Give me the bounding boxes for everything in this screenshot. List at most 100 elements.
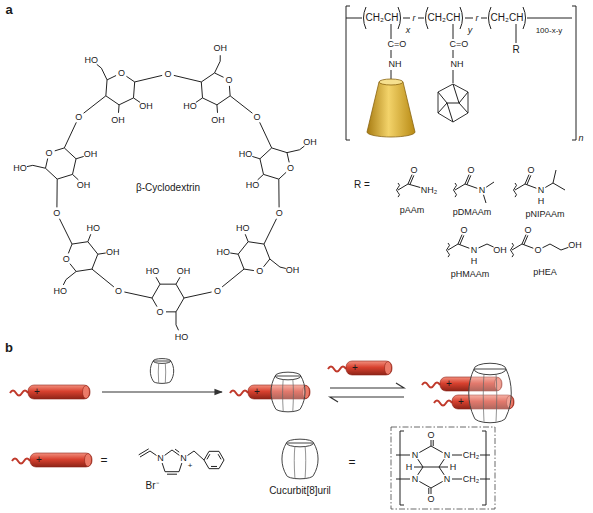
adamantane-cage xyxy=(459,103,468,113)
ring-oxygen: O xyxy=(46,148,53,157)
bond xyxy=(525,175,529,184)
ring-bond xyxy=(244,269,254,270)
ring-bond xyxy=(45,158,47,168)
bond xyxy=(204,460,209,469)
ring-bond xyxy=(92,254,98,269)
atom-label: O xyxy=(524,226,531,235)
bond xyxy=(172,450,179,455)
bond xyxy=(209,468,219,469)
bond xyxy=(140,451,150,457)
ring-bond xyxy=(70,264,76,272)
formula-label: CH₂CH xyxy=(428,13,461,23)
glycosidic-oxygen: O xyxy=(53,209,60,218)
hydroxyl-label: OH xyxy=(214,44,228,53)
substituent-label: R xyxy=(512,45,519,55)
hydroxyl-label: OH xyxy=(286,266,300,275)
ring-bond xyxy=(45,168,57,179)
atom-label: O xyxy=(427,495,434,504)
bond xyxy=(222,269,244,287)
copolymer-label: r xyxy=(476,14,479,23)
atom-label: N xyxy=(444,451,451,460)
ring-bond xyxy=(248,242,264,244)
hydroxyl-label: HO xyxy=(236,223,250,232)
bond xyxy=(215,61,221,73)
chain-bond xyxy=(527,18,572,19)
bond xyxy=(431,481,443,488)
bond xyxy=(545,183,553,187)
equilibrium-arrow xyxy=(330,383,404,388)
atom-label: O xyxy=(427,431,434,440)
subscript-label: 100-x-y xyxy=(536,27,563,35)
bond xyxy=(453,70,454,83)
ring-bond xyxy=(133,82,134,98)
reaction-arrow xyxy=(102,391,222,392)
ring-bond xyxy=(72,242,88,244)
chain-bond xyxy=(403,18,410,19)
cucurbituril-ridge xyxy=(165,363,166,383)
bond xyxy=(165,471,179,472)
atom-label: N xyxy=(444,475,451,484)
cucurbituril-rim xyxy=(286,439,313,447)
bond xyxy=(465,175,469,184)
ring-bond xyxy=(176,298,184,312)
hydroxyl-label: HO xyxy=(146,267,160,276)
equals-sign: = xyxy=(100,454,107,466)
bond xyxy=(398,184,408,190)
ring-bond xyxy=(217,96,230,105)
atom-label: H xyxy=(471,257,478,266)
bond xyxy=(220,55,221,61)
substituent-label: R = xyxy=(354,180,370,190)
bond xyxy=(66,271,76,279)
panel-letter: a xyxy=(5,3,12,16)
bond xyxy=(245,234,248,241)
bond xyxy=(60,219,73,244)
hydroxyl-label: HO xyxy=(183,102,197,111)
cucurbituril-ridge xyxy=(292,379,294,411)
bond xyxy=(418,467,423,475)
guest-tail xyxy=(230,391,248,396)
equals-sign: = xyxy=(348,456,355,468)
cucurbituril-rim xyxy=(275,372,301,380)
bond xyxy=(135,75,162,82)
bond xyxy=(525,184,536,188)
repeat-bracket xyxy=(400,431,404,505)
bond xyxy=(64,122,76,148)
ring-bond xyxy=(68,244,72,253)
formula-label: CH₂CH xyxy=(366,13,399,23)
glycosidic-oxygen: O xyxy=(75,112,82,121)
ring-bond xyxy=(238,242,248,255)
bond xyxy=(486,182,494,187)
bond xyxy=(118,105,120,113)
double-bond xyxy=(467,175,471,184)
cyclodextrin-cone-top xyxy=(379,79,403,85)
cucurbituril-ridge xyxy=(158,363,159,383)
bond xyxy=(487,244,494,247)
ring-bond xyxy=(203,98,217,105)
atom-label: H xyxy=(406,463,413,472)
glycosidic-oxygen: O xyxy=(214,286,221,295)
bond xyxy=(300,146,305,150)
atom-label: OH xyxy=(493,246,507,255)
double-bond xyxy=(175,449,179,452)
bond xyxy=(92,269,114,287)
cucurbituril-barrel xyxy=(469,369,512,423)
bond xyxy=(162,463,165,472)
atom-label: O xyxy=(534,246,541,255)
guest-rod xyxy=(346,361,392,375)
bond xyxy=(452,455,462,456)
ring-bond xyxy=(160,284,176,285)
bond xyxy=(479,244,487,248)
equilibrium-arrow xyxy=(330,397,404,402)
glycosidic-oxygen: O xyxy=(115,286,122,295)
hydroxyl-label: HO xyxy=(217,247,231,256)
hydroxyl-label: OH xyxy=(303,137,317,146)
bond xyxy=(550,244,561,250)
bond xyxy=(174,75,201,82)
bond xyxy=(270,259,280,267)
charge-sign: + xyxy=(188,462,193,470)
attachment-squiggle xyxy=(447,243,450,257)
bond xyxy=(512,244,522,250)
hydroxyl-label: HO xyxy=(87,223,101,232)
bond xyxy=(33,165,46,168)
